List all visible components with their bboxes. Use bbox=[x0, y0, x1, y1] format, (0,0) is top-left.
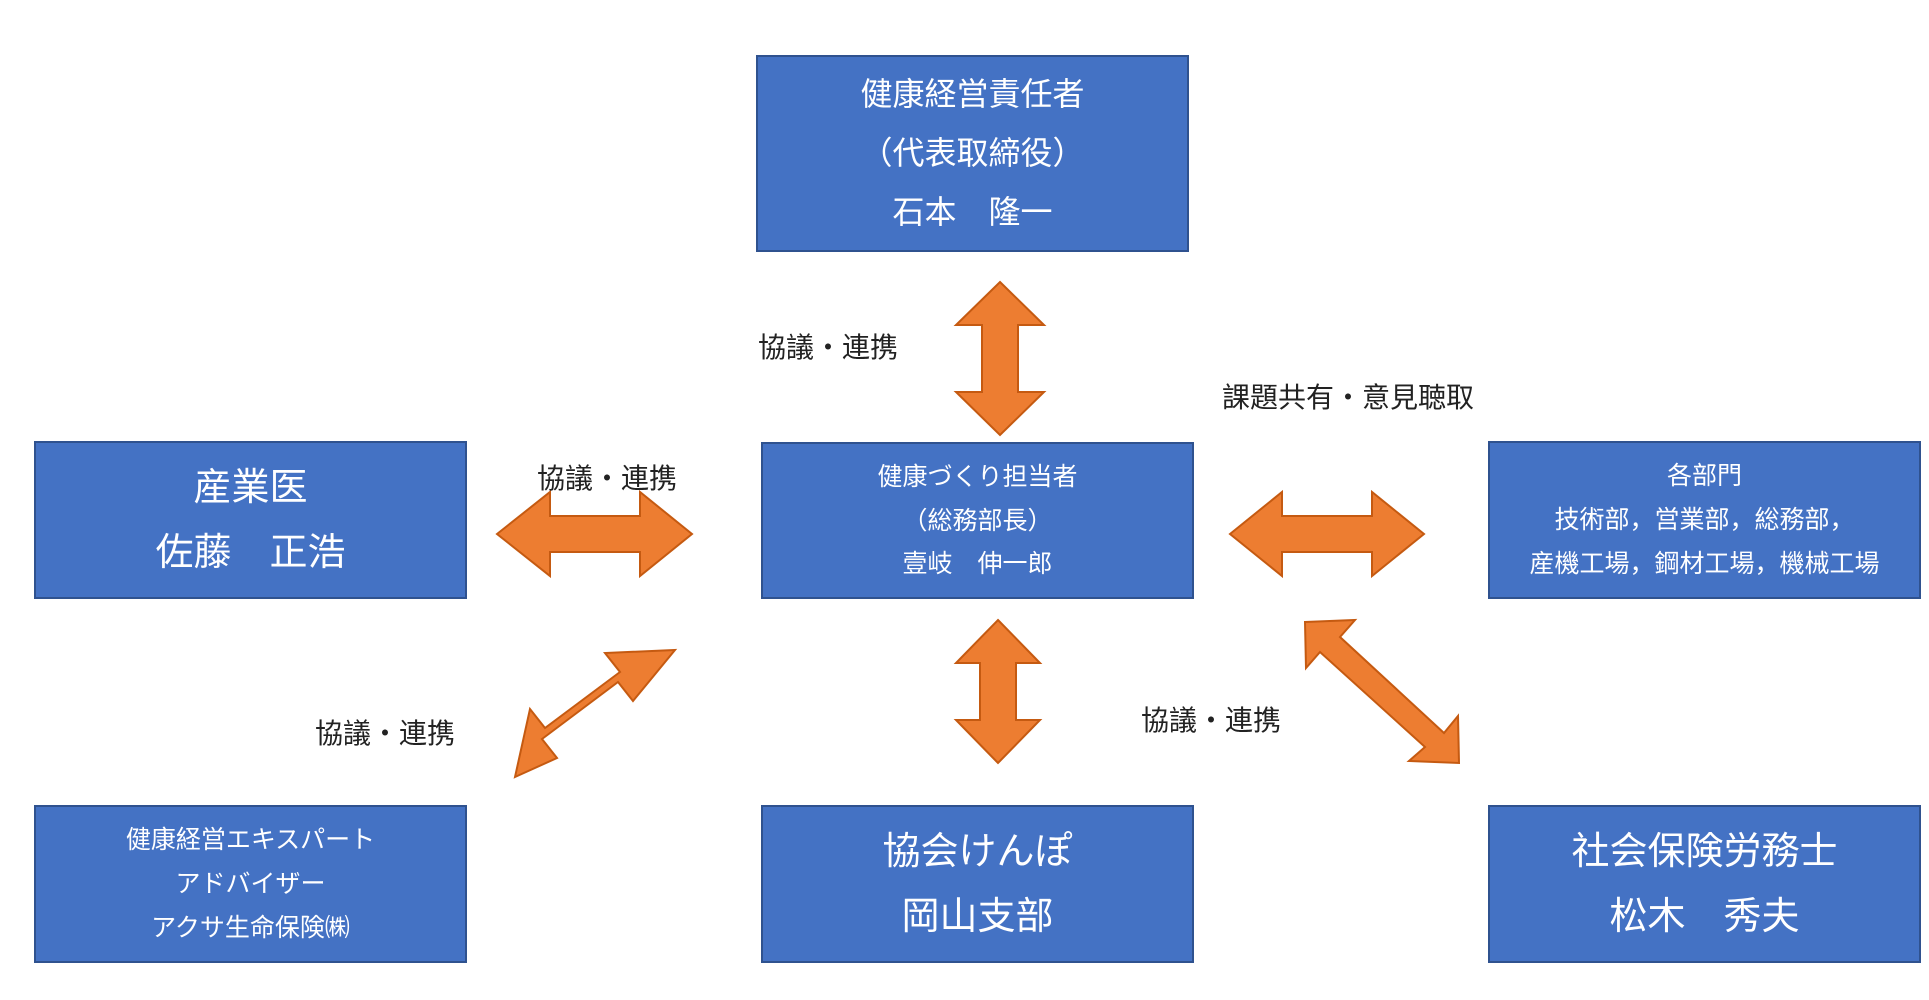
departments-list-1: 技術部，営業部，総務部， bbox=[1554, 505, 1855, 535]
label-lower-left: 協議・連携 bbox=[315, 717, 456, 750]
label-right-top: 課題共有・意見聴取 bbox=[1222, 381, 1475, 414]
coordinator-box: 健康づくり担当者 （総務部長） 壹岐 伸一郎 bbox=[761, 442, 1194, 599]
departments-title: 各部門 bbox=[1666, 461, 1742, 491]
leader-box: 健康経営責任者 （代表取締役） 石本 隆一 bbox=[756, 55, 1189, 252]
arrow-coordinator-kyokai bbox=[953, 618, 1043, 765]
label-lower-right: 協議・連携 bbox=[1141, 704, 1282, 737]
arrow-expert-coordinator bbox=[513, 648, 678, 779]
doctor-name: 佐藤 正浩 bbox=[155, 530, 346, 574]
labor-name: 松木 秀夫 bbox=[1609, 894, 1800, 938]
departments-box: 各部門 技術部，営業部，総務部， 産機工場，鋼材工場，機械工場 bbox=[1488, 441, 1921, 599]
doctor-title: 産業医 bbox=[193, 464, 308, 509]
leader-name: 石本 隆一 bbox=[892, 192, 1053, 231]
leader-title: 健康経営責任者 bbox=[860, 75, 1085, 114]
label-top: 協議・連携 bbox=[758, 331, 899, 364]
kyokai-title: 協会けんぽ bbox=[882, 828, 1073, 873]
kyokai-box: 協会けんぽ 岡山支部 bbox=[761, 805, 1194, 963]
departments-list-2: 産機工場，鋼材工場，機械工場 bbox=[1529, 548, 1880, 578]
arrow-leader-coordinator bbox=[953, 280, 1047, 437]
leader-role: （代表取締役） bbox=[860, 134, 1085, 173]
expert-role: アドバイザー bbox=[175, 869, 326, 899]
coordinator-role: （総務部長） bbox=[902, 505, 1053, 535]
arrow-doctor-coordinator bbox=[495, 489, 694, 579]
arrow-coordinator-labor bbox=[1303, 618, 1461, 765]
coordinator-title: 健康づくり担当者 bbox=[877, 461, 1078, 491]
label-left: 協議・連携 bbox=[537, 462, 678, 495]
expert-box: 健康経営エキスパート アドバイザー アクサ生命保険㈱ bbox=[34, 805, 467, 963]
doctor-box: 産業医 佐藤 正浩 bbox=[34, 441, 467, 599]
expert-company: アクサ生命保険㈱ bbox=[151, 912, 350, 942]
kyokai-branch: 岡山支部 bbox=[901, 894, 1054, 938]
expert-title: 健康経営エキスパート bbox=[125, 825, 376, 855]
arrow-coordinator-departments bbox=[1228, 489, 1426, 579]
labor-box: 社会保険労務士 松木 秀夫 bbox=[1488, 805, 1921, 963]
labor-title: 社会保険労務士 bbox=[1571, 828, 1838, 873]
coordinator-name: 壹岐 伸一郎 bbox=[902, 549, 1053, 579]
